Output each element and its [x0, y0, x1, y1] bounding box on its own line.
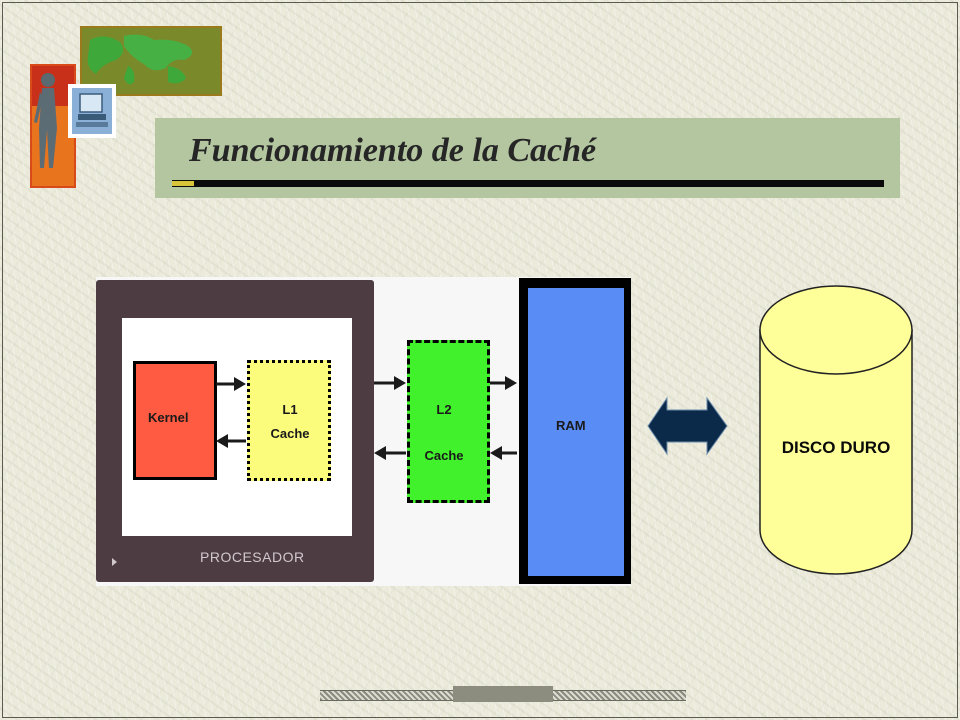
l1-cache-label-line1: L1 [282, 402, 298, 417]
kernel-label: Kernel [148, 410, 189, 425]
person-icon [30, 64, 76, 188]
computer-icon [68, 84, 116, 138]
page-title: Funcionamiento de la Caché [189, 132, 597, 169]
l1-cache-box [247, 360, 331, 481]
logo [30, 26, 222, 188]
disk-cylinder [759, 285, 913, 575]
arrow-l1-to-l2-head [394, 376, 406, 390]
footer-block [453, 686, 553, 702]
processor-label: PROCESADOR [200, 549, 305, 565]
arrow-l1-to-kernel-head [216, 434, 228, 448]
l2-cache-label-line2: Cache [424, 448, 464, 463]
title-banner: Funcionamiento de la Caché [155, 118, 900, 198]
l1-cache-label: L1 Cache [266, 398, 314, 446]
ram-inner [528, 288, 624, 576]
l1-cache-label-line2: Cache [270, 426, 310, 441]
arrow-kernel-to-l1-head [234, 377, 246, 391]
arrow-l2-to-l1-head [374, 446, 386, 460]
title-underline [172, 180, 884, 187]
ram-label: RAM [556, 418, 586, 433]
l2-cache-box [407, 340, 490, 503]
processor-play-icon [112, 558, 117, 566]
arrow-ram-to-l2-head [490, 446, 502, 460]
l2-cache-label-line1: L2 [436, 402, 452, 417]
arrow-l2-to-ram-head [505, 376, 517, 390]
l2-cache-label: L2 Cache [420, 387, 468, 479]
double-arrow-icon [647, 396, 728, 456]
disk-label: DISCO DURO [781, 438, 891, 457]
kernel-box [133, 361, 217, 480]
